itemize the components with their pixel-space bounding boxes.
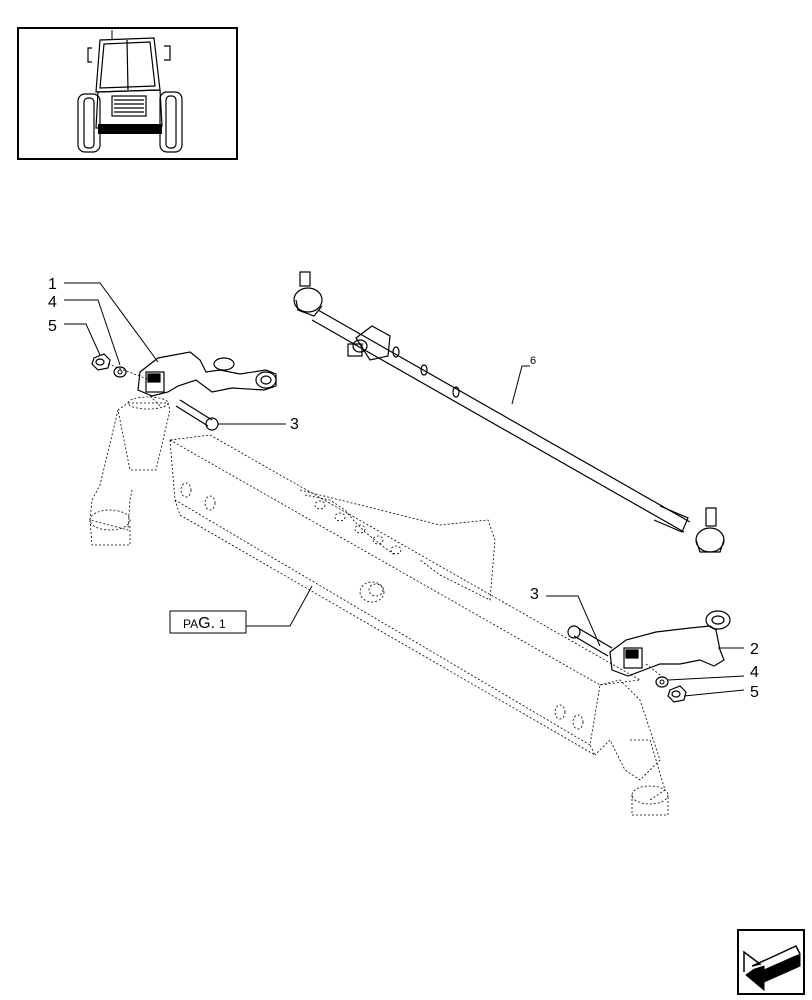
nut-right[interactable] — [667, 685, 687, 703]
callout-6: 6 — [530, 355, 536, 367]
page-reference-main: G. — [198, 615, 215, 632]
callout-4-right: 4 — [750, 664, 759, 681]
arrow-icon — [743, 945, 801, 992]
bolt-right[interactable] — [567, 625, 613, 657]
tie-rod[interactable] — [293, 271, 725, 553]
page-reference-prefix: PA — [183, 617, 198, 631]
washer-right-hole — [659, 679, 665, 685]
washer-right[interactable] — [655, 676, 669, 688]
steering-arm-left[interactable] — [137, 351, 277, 397]
nut-left[interactable] — [91, 353, 111, 371]
leader-lines — [64, 282, 745, 697]
front-axle-housing — [89, 396, 669, 816]
bolt-left[interactable] — [175, 399, 219, 431]
page-reference-box[interactable]: PAG. 1 — [169, 610, 247, 634]
callout-1: 1 — [48, 276, 57, 293]
callout-3-left: 3 — [290, 416, 299, 433]
back-arrow-button[interactable] — [737, 929, 805, 995]
svg-text:PAG.1: PAG. 1 — [183, 615, 226, 632]
alignment-lines — [107, 363, 665, 679]
steering-arm-right[interactable] — [609, 610, 731, 677]
callout-3-right: 3 — [530, 586, 539, 603]
page-reference-suffix: 1 — [219, 617, 226, 631]
callout-5-right: 5 — [750, 684, 759, 701]
washer-left-hole — [117, 369, 123, 375]
callout-5-left: 5 — [48, 318, 57, 335]
callout-2: 2 — [750, 641, 759, 658]
tractor-thumbnail[interactable] — [17, 27, 238, 160]
washer-left[interactable] — [113, 366, 127, 378]
callout-4-left: 4 — [48, 294, 57, 311]
